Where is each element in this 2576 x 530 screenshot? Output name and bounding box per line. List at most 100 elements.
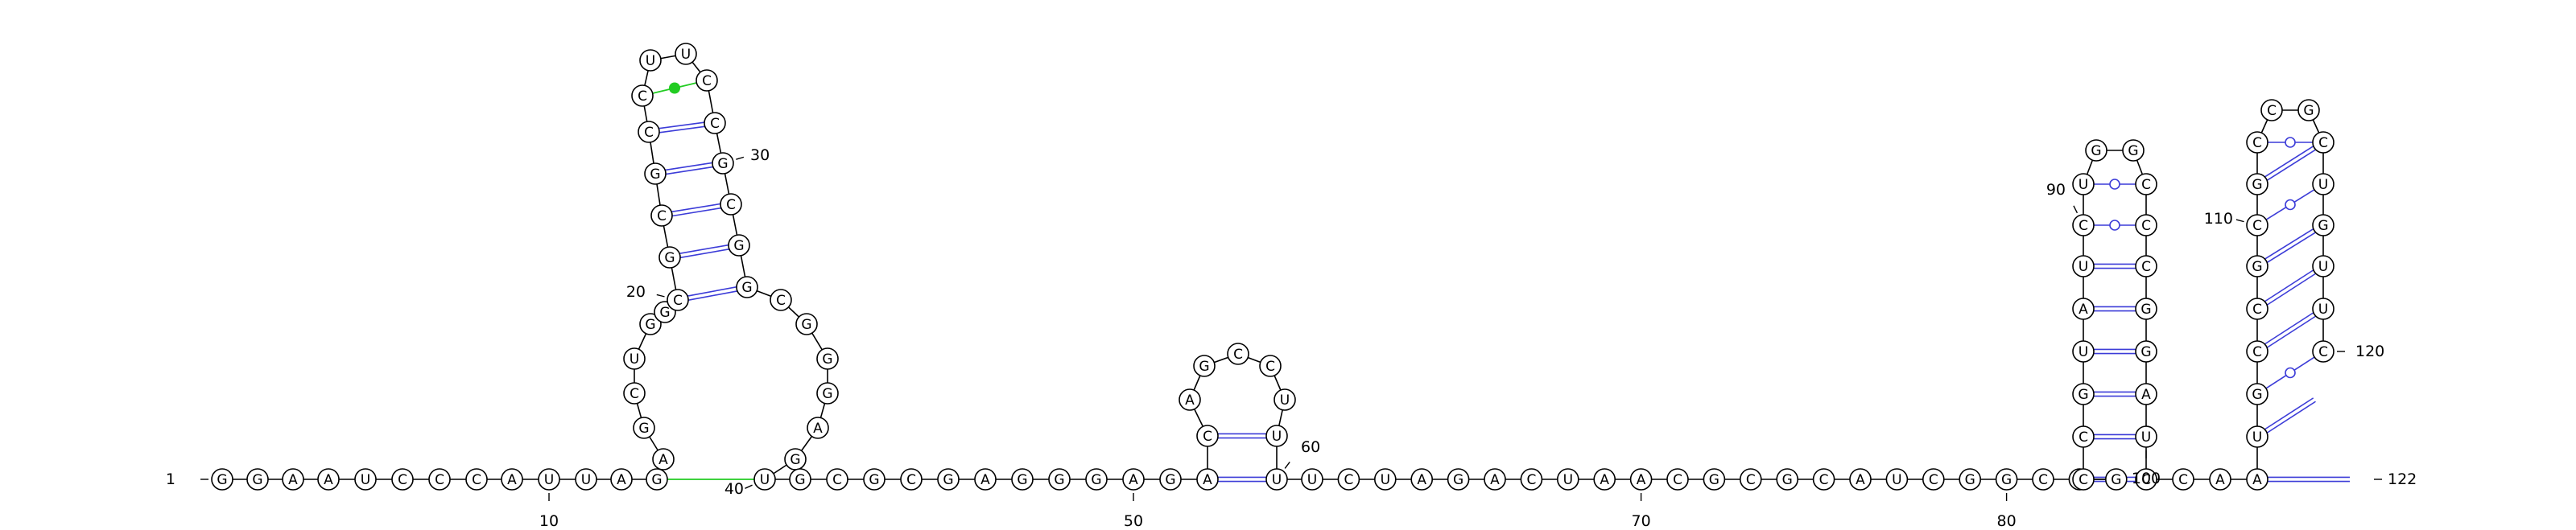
- base-pair-53-59: [1218, 433, 1266, 439]
- nucleotide-circle: [623, 347, 646, 370]
- nucleotide-letter: G: [943, 472, 953, 488]
- nucleotide-83: G: [2105, 468, 2128, 491]
- nucleotide-circle: [2246, 255, 2268, 277]
- nucleotide-letter: A: [813, 421, 823, 437]
- nucleotide-46: A: [974, 468, 997, 491]
- nucleotide-110: C: [2246, 214, 2268, 236]
- nucleotide-letter: C: [2178, 472, 2188, 488]
- nucleotide-letter: G: [1199, 359, 1209, 375]
- nucleotide-letter: C: [2141, 472, 2151, 488]
- number-label-20: 20: [626, 283, 646, 301]
- nucleotide-letter: C: [1746, 472, 1756, 488]
- nucleotide-letter: G: [801, 317, 811, 333]
- nucleotide-letter: C: [710, 116, 720, 132]
- nucleotide-circle: [644, 162, 667, 185]
- nucleotide-119: U: [2312, 298, 2334, 320]
- nucleotide-circle: [2072, 340, 2095, 363]
- nucleotide-circle: [211, 468, 233, 491]
- nucleotide-circle: [246, 468, 269, 491]
- nucleotide-letter: U: [646, 53, 655, 69]
- nucleotide-letter: C: [472, 472, 481, 488]
- nucleotide-letter: C: [1526, 472, 1536, 488]
- nucleotide-18: G: [639, 313, 662, 335]
- nucleotide-letter: G: [2252, 177, 2262, 193]
- nucleotide-letter: G: [790, 452, 800, 468]
- nucleotide-letter: U: [361, 472, 370, 488]
- nucleotide-20: C: [667, 289, 689, 311]
- nucleotide-letter: G: [645, 317, 655, 333]
- nucleotide-3: A: [282, 468, 304, 491]
- nucleotide-50: A: [1122, 468, 1145, 491]
- nucleotide-circle: [704, 112, 726, 134]
- nucleotide-circle: [1265, 425, 1288, 447]
- nucleotide-40: U: [753, 468, 776, 491]
- nucleotide-14: A: [652, 448, 675, 470]
- nucleotide-circle: [863, 468, 886, 491]
- nucleotide-116: U: [2312, 173, 2334, 195]
- nucleotide-circle: [2135, 255, 2157, 277]
- nucleotide-circle: [1593, 468, 1616, 491]
- base-pair-25-28: [652, 82, 697, 94]
- nucleotide-circle: [1666, 468, 1689, 491]
- nucleotide-circle: [2312, 173, 2334, 195]
- nucleotide-115: C: [2312, 131, 2334, 154]
- nucleotide-89: U: [2072, 255, 2095, 277]
- nucleotide-letter: U: [1272, 429, 1282, 445]
- nucleotide-58: U: [1274, 388, 1296, 411]
- base-pair-90-95: [2094, 220, 2136, 231]
- nucleotide-109: G: [2246, 255, 2268, 277]
- nucleotide-75: C: [1812, 468, 1835, 491]
- nucleotide-11: U: [575, 468, 597, 491]
- base-pair-89-96: [2094, 263, 2136, 269]
- nucleotide-letter: C: [638, 88, 647, 105]
- nucleotide-circle: [1227, 343, 1249, 365]
- nucleotide-5: U: [354, 468, 377, 491]
- nucleotide-97: G: [2135, 298, 2157, 320]
- nucleotide-letter: A: [1203, 472, 1212, 488]
- base-pair-107-119: [2264, 312, 2316, 348]
- nucleotide-118: U: [2312, 255, 2334, 277]
- nucleotide-circle: [2072, 214, 2095, 236]
- nucleotide-letter: G: [650, 166, 660, 183]
- base-pair-112-115: [2268, 137, 2313, 148]
- nucleotide-circle: [2072, 468, 2095, 491]
- nucleotide-letter: U: [544, 472, 554, 488]
- nucleotide-circle: [2209, 468, 2231, 491]
- nucleotide-circle: [2172, 468, 2194, 491]
- nucleotide-letter: U: [681, 47, 691, 63]
- nucleotide-circle: [638, 121, 660, 143]
- nucleotide-88: A: [2072, 298, 2095, 320]
- nucleotide-circle: [2072, 383, 2095, 405]
- nucleotide-49: G: [1085, 468, 1108, 491]
- number-tick-60: [1284, 461, 1290, 469]
- base-pair-109-117: [2264, 228, 2316, 264]
- nucleotide-letter: G: [638, 421, 649, 437]
- nucleotide-letter: C: [673, 293, 683, 309]
- nucleotide-52: A: [1196, 468, 1219, 491]
- nucleotide-letter: G: [869, 472, 879, 488]
- nucleotide-letter: C: [906, 472, 916, 488]
- nucleotide-61: U: [1301, 468, 1323, 491]
- nucleotide-circle: [1740, 468, 1762, 491]
- nucleotide-103: A: [2209, 468, 2231, 491]
- nucleotide-letter: U: [1892, 472, 1901, 488]
- nucleotide-32: G: [728, 234, 750, 257]
- nucleotide-99: A: [2135, 383, 2157, 405]
- nucleotide-letter: A: [1600, 472, 1609, 488]
- nucleotide-letter: G: [1782, 472, 1793, 488]
- nucleotide-circle: [2312, 131, 2334, 154]
- nucleotide-68: U: [1557, 468, 1579, 491]
- nucleotide-23: G: [644, 162, 667, 185]
- nucleotide-9: A: [501, 468, 523, 491]
- numbering-ticks-layer: [200, 156, 2382, 501]
- nucleotide-letter: G: [1965, 472, 1975, 488]
- nucleotide-55: G: [1193, 355, 1216, 377]
- nucleotide-72: G: [1703, 468, 1726, 491]
- nucleotide-7: C: [428, 468, 451, 491]
- number-label-10: 10: [539, 512, 559, 530]
- nucleotide-65: G: [1447, 468, 1470, 491]
- nucleotide-63: U: [1374, 468, 1397, 491]
- nucleotide-circle: [2135, 468, 2157, 491]
- nucleotide-letter: G: [664, 250, 675, 266]
